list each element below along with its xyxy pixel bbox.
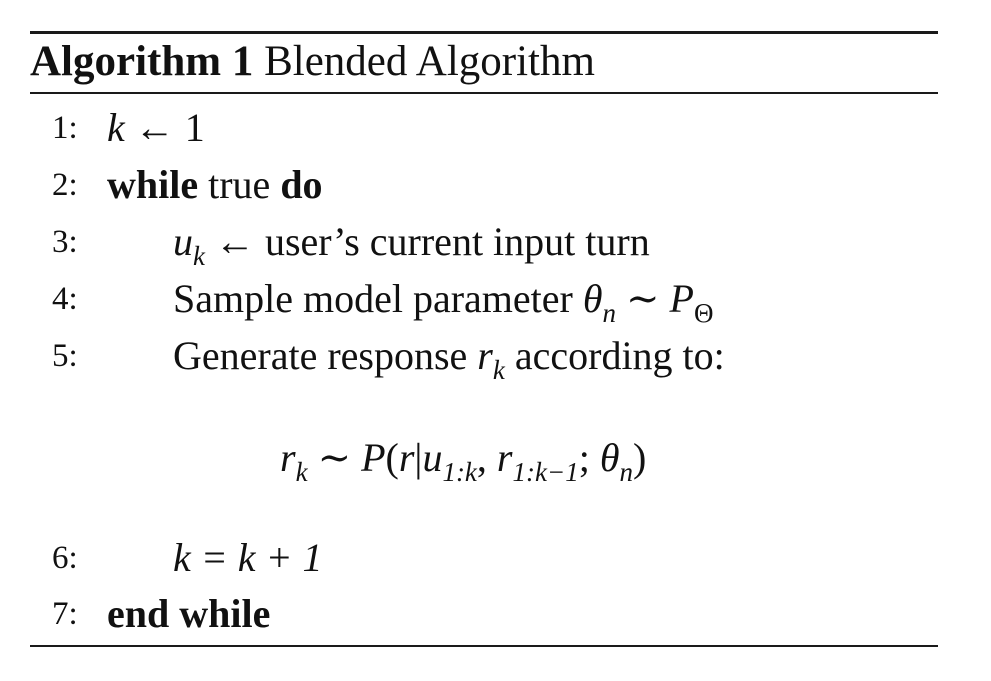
- keyword-do: do: [280, 162, 323, 207]
- eq-bar: |: [414, 435, 423, 480]
- line-number: 1:: [52, 110, 78, 146]
- eq-P: P: [361, 435, 386, 480]
- eq-comma: ,: [476, 435, 497, 480]
- statement-text: Generate response: [173, 333, 478, 378]
- line-body: Sample model parameter θn ∼ PΘ: [173, 271, 713, 341]
- math-subscript: k: [492, 355, 505, 385]
- eq-r: r: [398, 435, 415, 480]
- keyword-while: while: [107, 162, 199, 207]
- line-number: 3:: [52, 224, 78, 260]
- math-P: P: [669, 276, 694, 321]
- eq-subscript: 1:k−1: [512, 457, 579, 487]
- display-equation: rk ∼ P(r|u1:k, r1:k−1; θn): [280, 428, 646, 488]
- statement-text: Sample model parameter: [173, 276, 583, 321]
- algorithm-line-4: 4: Sample model parameter θn ∼ PΘ: [0, 271, 991, 328]
- bottom-rule: [30, 645, 938, 647]
- math-sim: ∼: [616, 276, 670, 321]
- line-number: 5:: [52, 338, 78, 374]
- eq-subscript: 1:k: [442, 457, 477, 487]
- algorithm-label: Algorithm 1: [30, 38, 254, 85]
- line-body: Generate response rk according to:: [173, 328, 725, 398]
- line-number: 7:: [52, 596, 78, 632]
- algorithm-line-5: 5: Generate response rk according to:: [0, 328, 991, 385]
- eq-r: r: [280, 435, 296, 480]
- algorithm-line-2: 2: while true do: [0, 157, 991, 213]
- line-body: k ← 1: [107, 100, 205, 156]
- eq-u: u: [422, 435, 443, 480]
- math-var-u: u: [173, 219, 193, 264]
- math-var-r: r: [477, 333, 493, 378]
- eq-subscript: k: [295, 457, 308, 487]
- algorithm-line-3: 3: uk ← user’s current input turn: [0, 214, 991, 271]
- eq-paren: (: [385, 435, 399, 480]
- line-body: uk ← user’s current input turn: [173, 214, 650, 284]
- eq-theta: θ: [599, 435, 620, 480]
- line-number: 4:: [52, 281, 78, 317]
- math-theta: θ: [582, 276, 603, 321]
- algorithm-name: Blended Algorithm: [264, 38, 595, 85]
- statement-text: according to:: [504, 333, 725, 378]
- line-body: k = k + 1: [173, 535, 323, 580]
- algorithm-line-1: 1: k ← 1: [0, 100, 991, 156]
- math-subscript: k: [193, 241, 205, 271]
- eq-subscript: n: [619, 457, 633, 487]
- algorithm-title: Algorithm 1 Blended Algorithm: [30, 34, 595, 90]
- condition-text: true: [198, 162, 281, 207]
- keyword-end-while: end while: [107, 591, 271, 636]
- line-body: while true do: [107, 157, 323, 213]
- eq-r: r: [496, 435, 513, 480]
- title-rule: [30, 92, 938, 94]
- math-subscript: Θ: [693, 298, 714, 328]
- assign-text: ← user’s current input turn: [204, 219, 650, 264]
- math-subscript: n: [602, 298, 617, 328]
- algorithm-line-7: 7: end while: [0, 586, 991, 642]
- algorithm-line-6: 6: k = k + 1: [0, 530, 991, 586]
- top-rule: [30, 31, 938, 34]
- assign-text: ← 1: [124, 105, 205, 150]
- eq-sim: ∼: [307, 435, 362, 480]
- line-number: 6:: [52, 540, 78, 576]
- eq-semicolon: ;: [578, 435, 600, 480]
- line-number: 2:: [52, 167, 78, 203]
- math-var-k: k: [107, 105, 125, 150]
- eq-paren: ): [632, 435, 647, 480]
